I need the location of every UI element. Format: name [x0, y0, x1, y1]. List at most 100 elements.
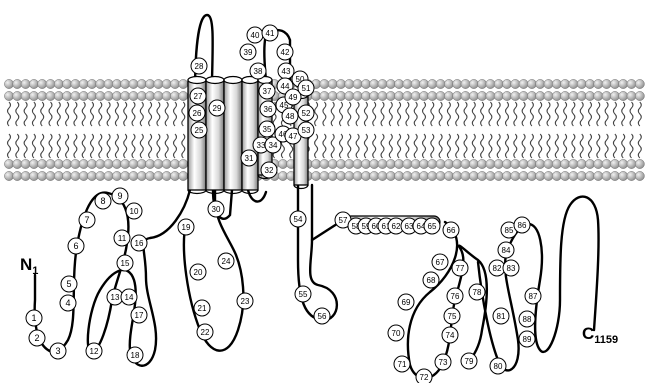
lipid-tail — [74, 102, 77, 126]
lipid-tail — [165, 102, 168, 126]
lipid-tail — [506, 102, 509, 126]
lipid-head — [79, 79, 88, 88]
lipid-head — [129, 91, 138, 100]
lipid-head — [502, 91, 511, 100]
residue-78: 78 — [469, 284, 485, 300]
residue-number: 57 — [339, 216, 348, 225]
lipid-tail — [140, 134, 143, 158]
lipid-head — [54, 171, 63, 180]
residue-30: 30 — [208, 201, 224, 217]
lipid-head — [610, 91, 619, 100]
lipid-head — [602, 91, 611, 100]
lipid-head — [13, 171, 22, 180]
lipid-head — [13, 79, 22, 88]
lipid-head — [494, 171, 503, 180]
lipid-head — [38, 171, 47, 180]
lipid-head — [469, 79, 478, 88]
residue-79: 79 — [461, 353, 477, 369]
lipid-head — [13, 91, 22, 100]
lipid-head — [29, 159, 38, 168]
lipid-head — [179, 159, 188, 168]
lipid-head — [403, 91, 412, 100]
lipid-tail — [107, 134, 110, 158]
residue-81: 81 — [493, 308, 509, 324]
residue-number: 6 — [73, 241, 78, 251]
lipid-tail — [66, 102, 69, 126]
residue-37: 37 — [259, 83, 275, 99]
residue-8: 8 — [95, 193, 111, 209]
residue-number: 39 — [244, 48, 253, 57]
residue-number: 19 — [182, 223, 191, 232]
residue-number: 38 — [254, 67, 263, 76]
lipid-head — [170, 171, 179, 180]
lipid-tail — [613, 102, 616, 126]
lipid-head — [79, 171, 88, 180]
lipid-tail — [364, 134, 367, 158]
lipid-head — [345, 159, 354, 168]
lipid-head — [386, 91, 395, 100]
lipid-tail — [389, 134, 392, 158]
lipid-head — [627, 79, 636, 88]
residue-88: 88 — [519, 311, 535, 327]
lipid-tail — [157, 102, 160, 126]
residue-number: 27 — [194, 92, 203, 101]
lipid-head — [137, 79, 146, 88]
residue-number: 16 — [135, 239, 144, 248]
lipid-head — [54, 79, 63, 88]
lipid-head — [104, 79, 113, 88]
lipid-head — [395, 171, 404, 180]
lipid-head — [527, 91, 536, 100]
lipid-tail — [41, 134, 44, 158]
lipid-head — [29, 79, 38, 88]
lipid-head — [21, 91, 30, 100]
lipid-head — [38, 91, 47, 100]
lipid-head — [511, 159, 520, 168]
lipid-head — [610, 171, 619, 180]
residue-number: 9 — [117, 191, 122, 201]
lipid-head — [328, 159, 337, 168]
lipid-head — [29, 171, 38, 180]
residue-number: 54 — [294, 215, 303, 224]
helix-cylinder — [224, 80, 242, 190]
lipid-head — [544, 171, 553, 180]
lipid-head — [561, 171, 570, 180]
lipid-tail — [472, 102, 475, 126]
residue-26: 26 — [189, 105, 205, 121]
lipid-tail — [49, 102, 52, 126]
lipid-head — [486, 159, 495, 168]
lipid-head — [519, 159, 528, 168]
lipid-tail — [124, 134, 127, 158]
residue-number: 15 — [121, 259, 130, 268]
lipid-tail — [132, 134, 135, 158]
lipid-head — [585, 79, 594, 88]
residue-number: 28 — [195, 62, 204, 71]
residue-27: 27 — [190, 88, 206, 104]
lipid-tail — [605, 102, 608, 126]
lipid-tail — [348, 102, 351, 126]
lipid-head — [486, 171, 495, 180]
lipid-head — [353, 91, 362, 100]
residue-number: 77 — [456, 264, 465, 273]
lipid-head — [370, 159, 379, 168]
lipid-head — [378, 171, 387, 180]
lipid-tail — [406, 134, 409, 158]
helix-cap — [188, 77, 206, 84]
lipid-head — [436, 79, 445, 88]
lipid-tail — [564, 134, 567, 158]
lipid-head — [478, 171, 487, 180]
residue-18: 18 — [127, 347, 143, 363]
lipid-tail — [481, 102, 484, 126]
lipid-head — [63, 171, 72, 180]
lipid-tail — [348, 134, 351, 158]
lipid-head — [627, 171, 636, 180]
lipid-head — [469, 171, 478, 180]
lipid-head — [361, 171, 370, 180]
lipid-head — [87, 171, 96, 180]
lipid-head — [278, 159, 287, 168]
lipid-head — [121, 79, 130, 88]
residue-number: 49 — [289, 93, 298, 102]
residue-number: 20 — [194, 268, 203, 277]
lipid-tail — [356, 102, 359, 126]
